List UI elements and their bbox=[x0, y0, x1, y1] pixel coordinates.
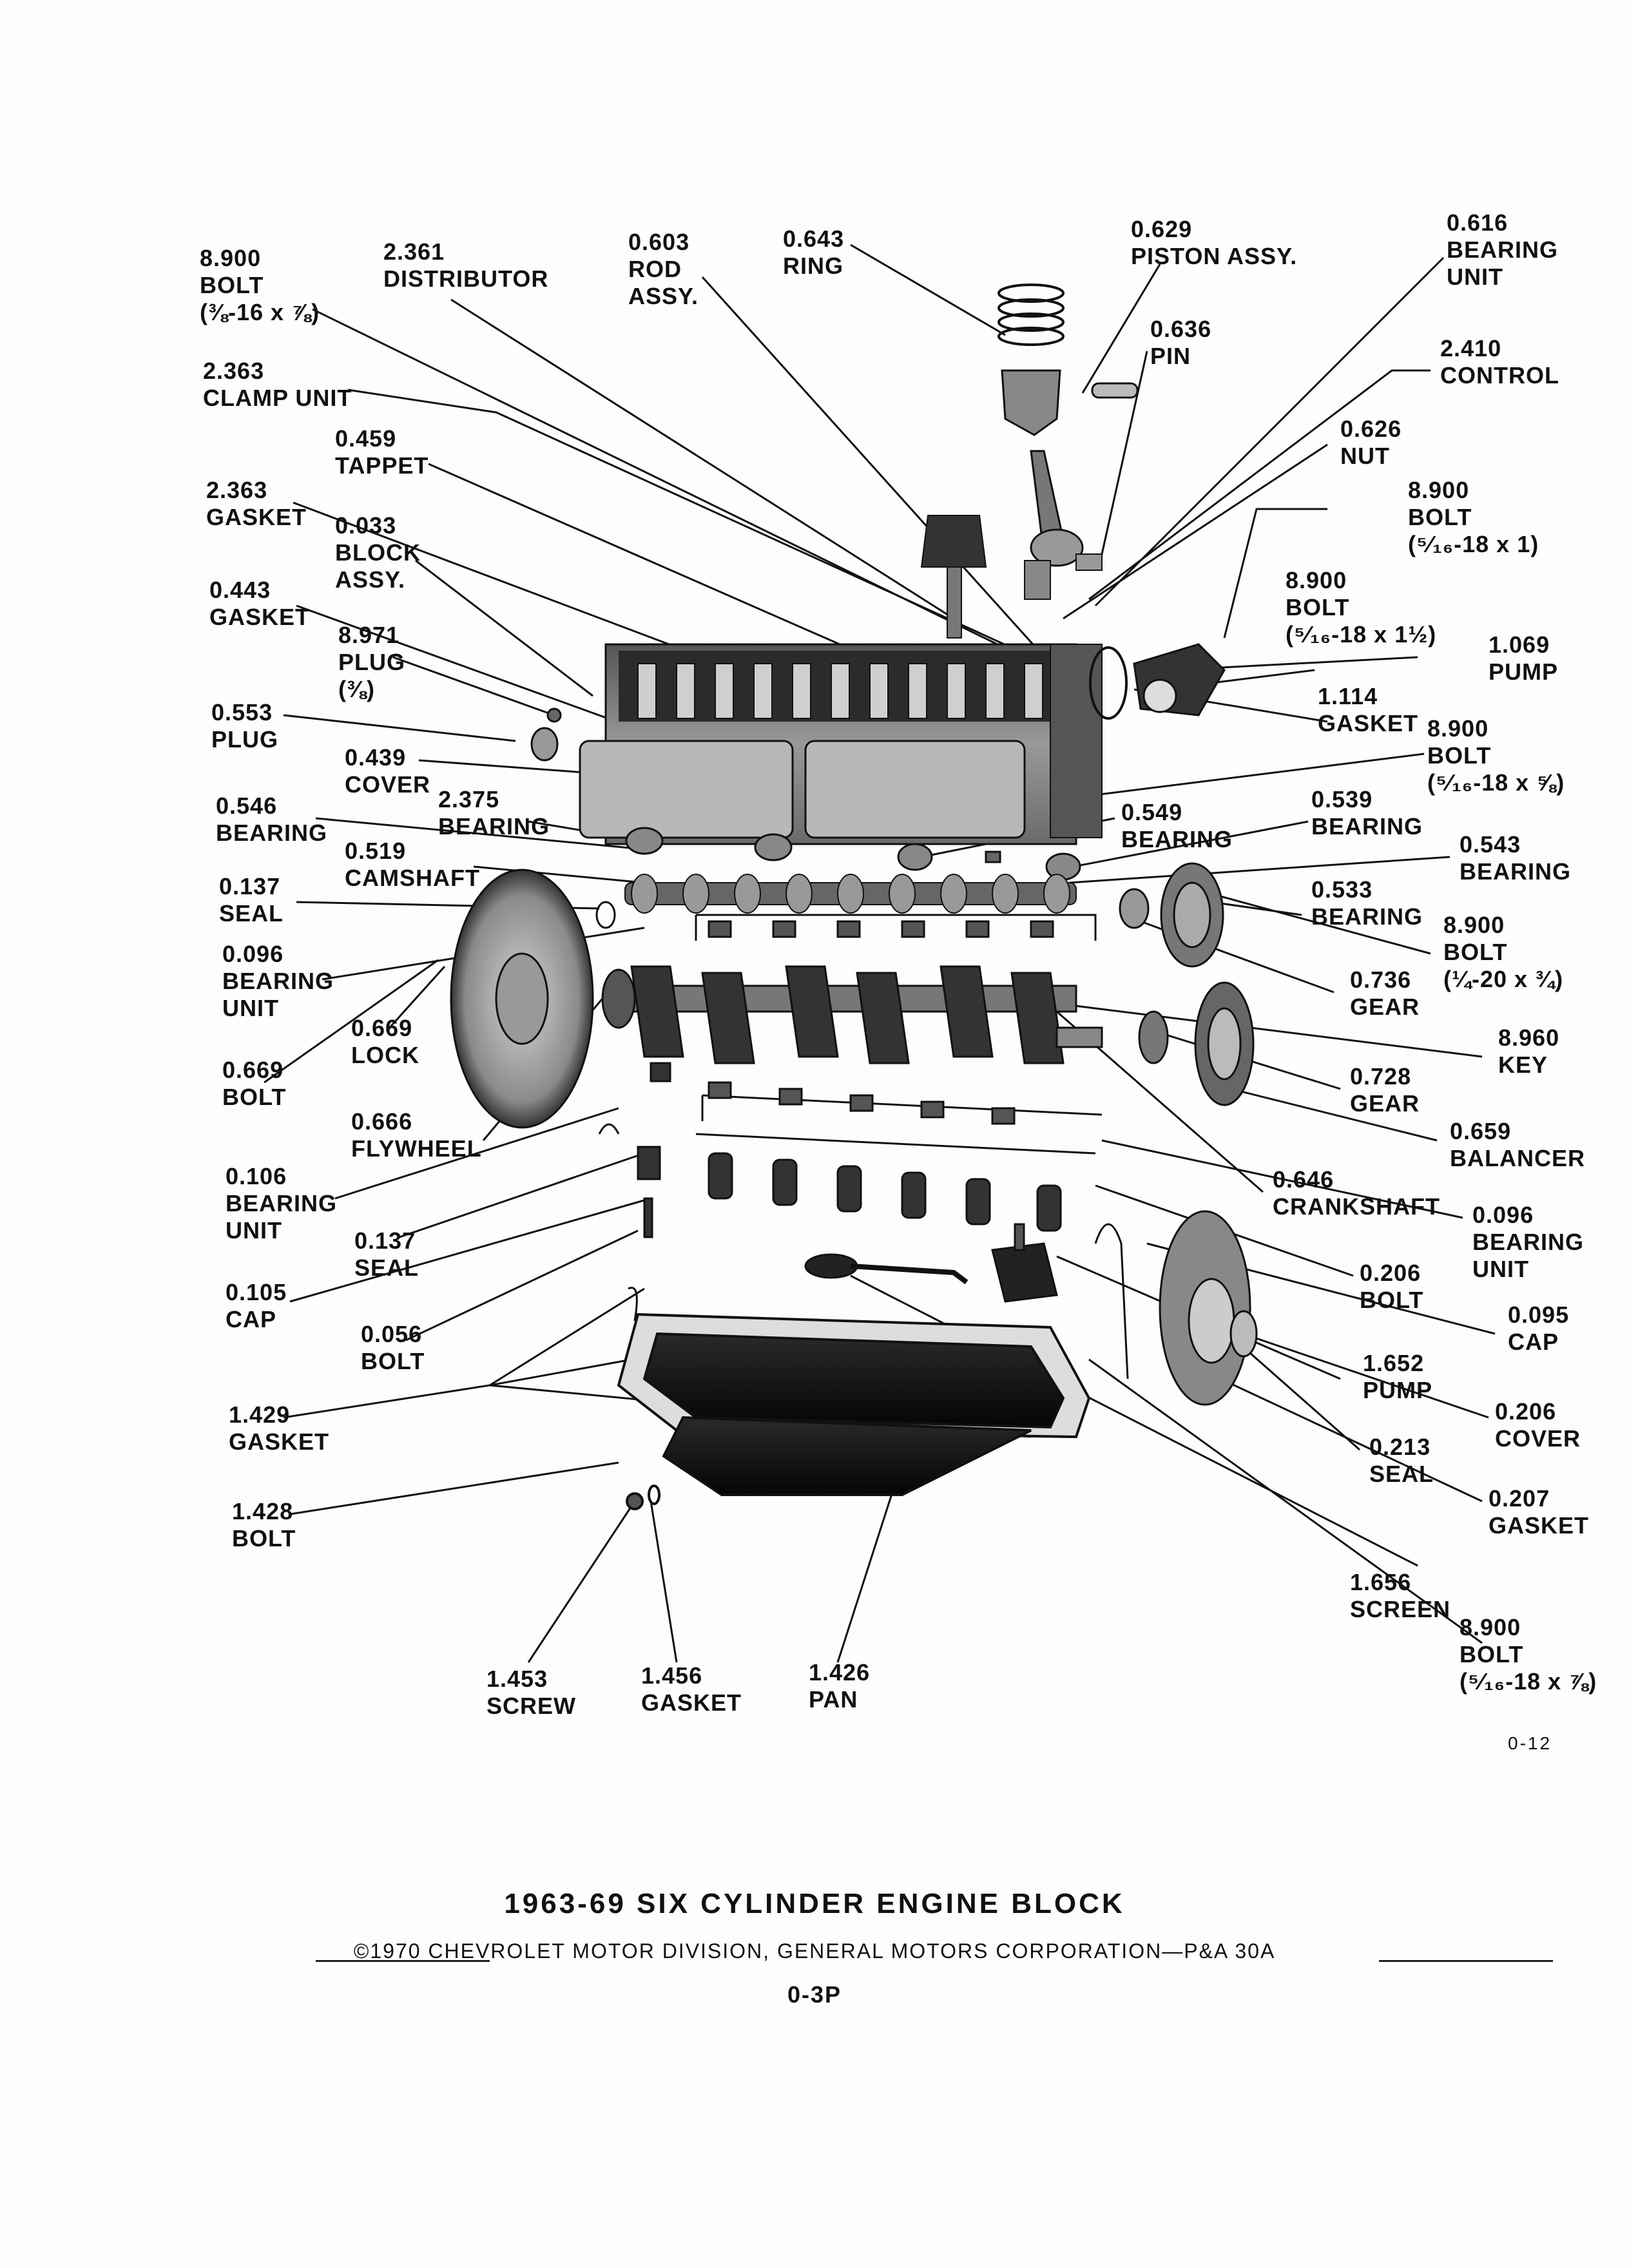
water-pump-drawing bbox=[1133, 643, 1226, 716]
engine-block-drawing bbox=[579, 643, 1128, 845]
page-number: 0-3P bbox=[787, 1981, 842, 2008]
bearing-rows-drawing bbox=[695, 914, 1103, 1232]
rule-right bbox=[1379, 1960, 1553, 1962]
oil-pump-drawing bbox=[804, 1223, 1058, 1303]
crankshaft-drawing bbox=[601, 965, 1103, 1064]
caps-seals-drawing bbox=[598, 1062, 671, 1321]
camshaft-drawing bbox=[624, 874, 1077, 914]
distributor-drawing bbox=[920, 515, 1051, 639]
page-title: 1963-69 SIX CYLINDER ENGINE BLOCK bbox=[504, 1888, 1125, 1919]
timing-cover-drawing bbox=[1094, 1210, 1258, 1406]
flywheel-drawing bbox=[450, 869, 616, 1129]
rule-left bbox=[316, 1960, 490, 1962]
figure-code: 0-12 bbox=[1508, 1733, 1552, 1753]
copyright-line: ©1970 CHEVROLET MOTOR DIVISION, GENERAL … bbox=[353, 1939, 1276, 1963]
piston-assembly-drawing bbox=[998, 284, 1139, 571]
gear-drawing bbox=[1119, 862, 1255, 1106]
oil-pan-drawing bbox=[617, 1312, 1091, 1510]
